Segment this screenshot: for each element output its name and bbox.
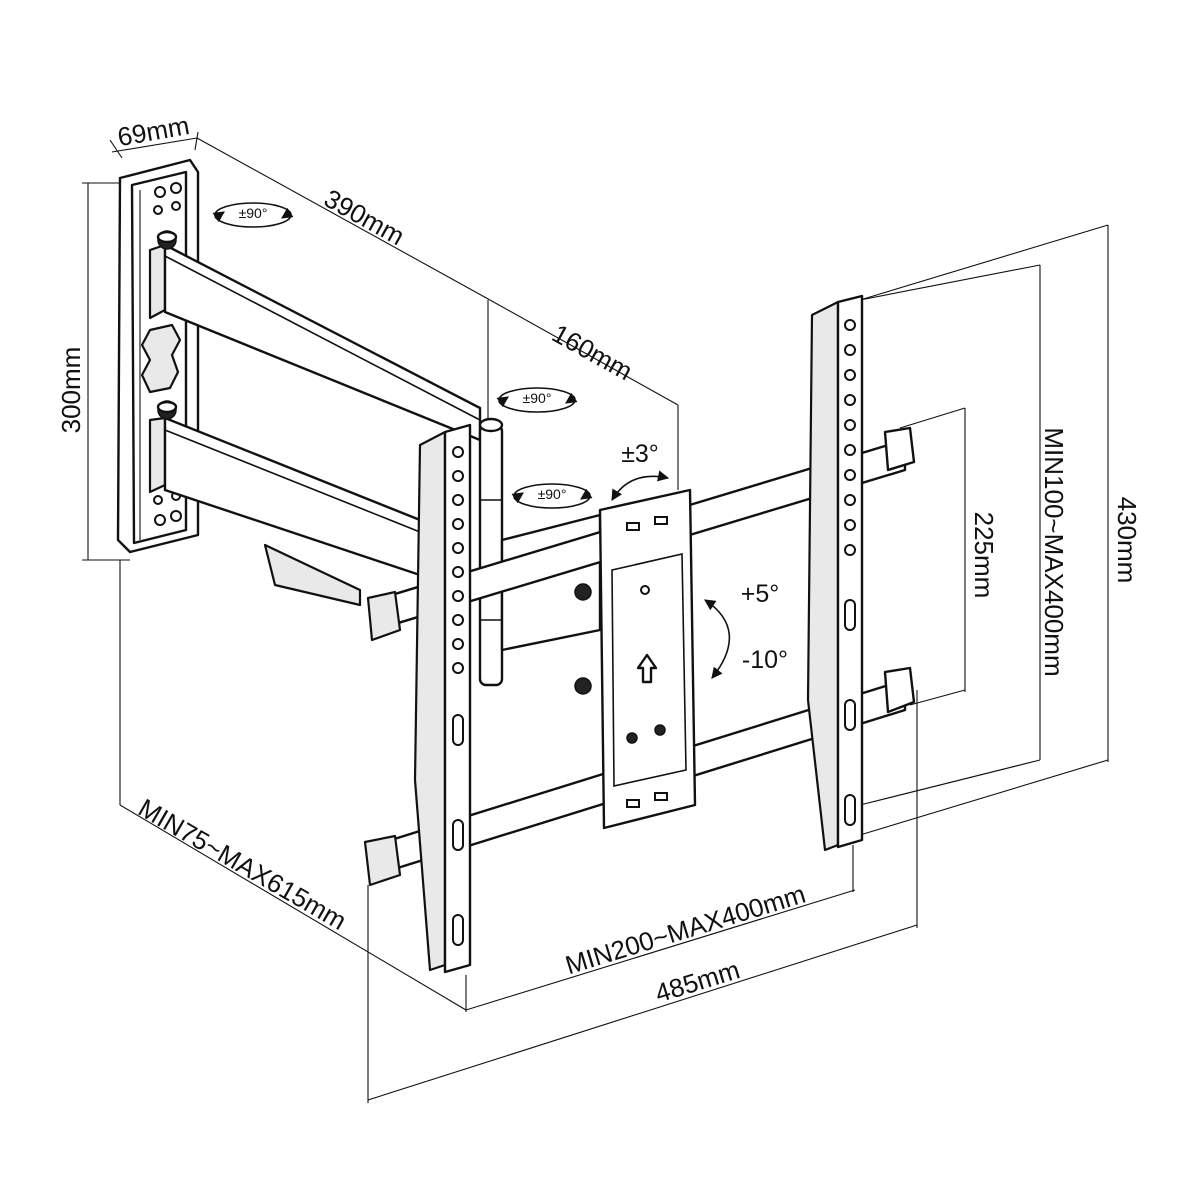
- total-height-label: 430mm: [1112, 497, 1142, 584]
- tilt-up-label: +5°: [741, 580, 780, 608]
- wall-swivel-label: ±90°: [239, 205, 268, 221]
- dimension-lines: [82, 131, 1109, 1103]
- swivel-arrow-icon: ±90°: [212, 202, 294, 228]
- total-width-label: 485mm: [652, 954, 744, 1008]
- vesa-vertical-label: MIN100~MAX400mm: [1039, 427, 1069, 676]
- right-vertical-bracket: [806, 294, 864, 852]
- lower-arm: [148, 400, 422, 607]
- extension-label: MIN75~MAX615mm: [133, 793, 351, 936]
- left-bracket-holes: [452, 446, 464, 946]
- rotation-label: ±3°: [621, 440, 659, 468]
- head-swivel-label: ±90°: [538, 486, 567, 502]
- wall-plate-height-label: 300mm: [56, 347, 86, 434]
- tilt-head-plate: [574, 488, 697, 830]
- arm-length-1-label: 390mm: [319, 183, 409, 251]
- tilt-arrow-icon: [704, 599, 731, 679]
- elbow-swivel-label: ±90°: [523, 390, 552, 406]
- upper-arm: [148, 230, 482, 442]
- rail-spacing-label: 225mm: [969, 512, 999, 599]
- swivel-arrow-icon: ±90°: [511, 483, 593, 509]
- tilt-down-label: -10°: [742, 646, 788, 674]
- right-bracket-holes: [844, 319, 856, 826]
- wall-plate-depth-label: 69mm: [115, 110, 191, 152]
- rotation-arrow-icon: [611, 470, 670, 501]
- arm-length-2-label: 160mm: [547, 318, 637, 386]
- swivel-arrow-icon: ±90°: [496, 387, 578, 413]
- adjustment-labels: ±3° +5° -10°: [621, 440, 788, 674]
- vesa-horizontal-label: MIN200~MAX400mm: [562, 879, 809, 981]
- left-vertical-bracket: [413, 423, 472, 974]
